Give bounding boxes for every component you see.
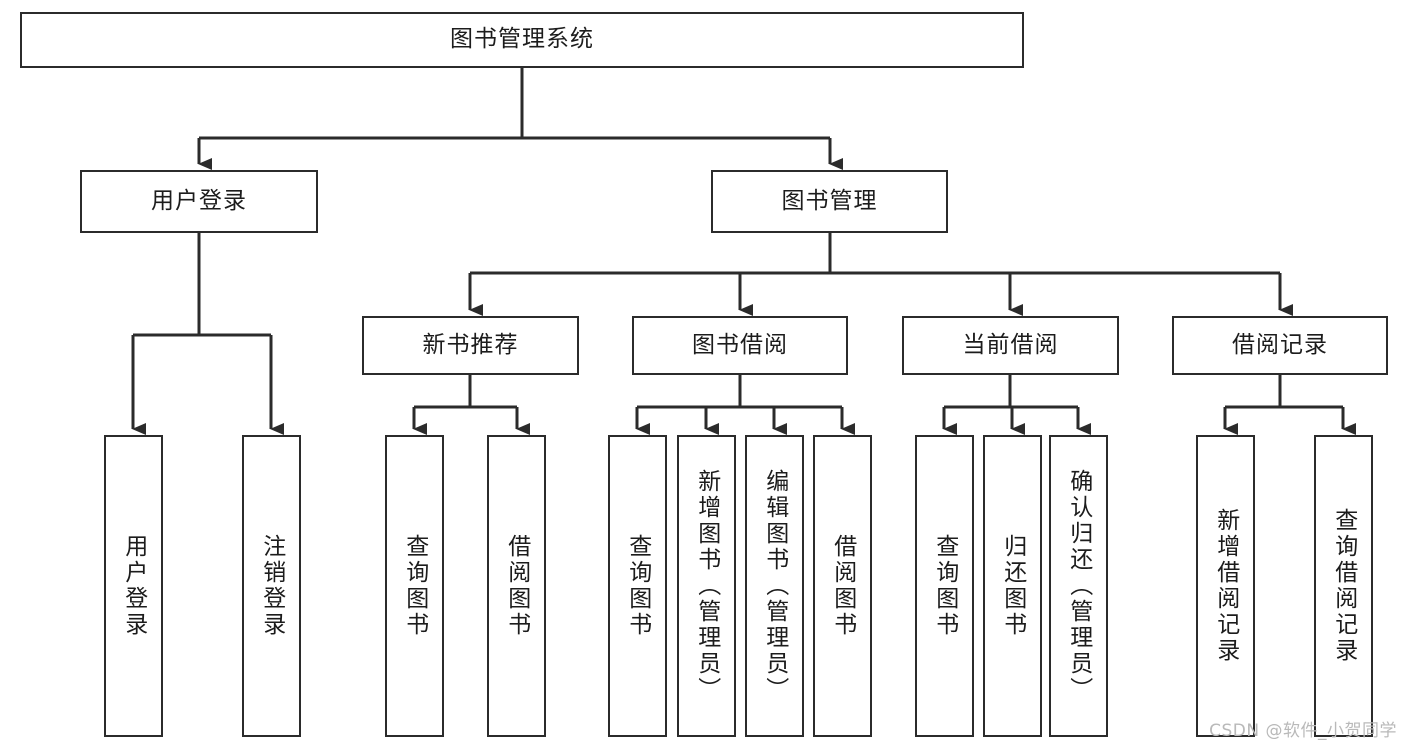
node-label: 借阅记录 [1232,331,1328,358]
node-label: 编辑图书（管理员） [761,469,788,703]
node-root-book-management-system: 图书管理系统 [20,12,1024,68]
node-label: 归还图书 [999,534,1026,638]
node-leaf-2: 注销登录 [242,435,301,737]
node-level3-3: 当前借阅 [902,316,1119,375]
node-label: 图书管理 [781,187,878,214]
node-leaf-10: 归还图书 [983,435,1042,737]
node-label: 查询借阅记录 [1330,508,1357,664]
node-label: 用户登录 [151,187,247,214]
node-label: 借阅图书 [503,534,530,638]
node-level3-4: 借阅记录 [1172,316,1388,375]
csdn-watermark: CSDN @软件_小贺同学 [1209,721,1397,741]
node-label: 查询图书 [931,534,958,638]
node-leaf-6: 新增图书（管理员） [677,435,736,737]
node-label: 确认归还（管理员） [1065,469,1092,703]
node-level3-2: 图书借阅 [632,316,848,375]
node-label: 图书借阅 [692,331,788,358]
node-label: 新增图书（管理员） [693,469,720,703]
node-leaf-7: 编辑图书（管理员） [745,435,804,737]
node-leaf-1: 用户登录 [104,435,163,737]
node-leaf-9: 查询图书 [915,435,974,737]
node-leaf-4: 借阅图书 [487,435,546,737]
node-leaf-3: 查询图书 [385,435,444,737]
node-label: 当前借阅 [962,331,1059,358]
node-leaf-8: 借阅图书 [813,435,872,737]
node-leaf-13: 查询借阅记录 [1314,435,1373,737]
node-level3-1: 新书推荐 [362,316,579,375]
node-label: 查询图书 [401,534,428,638]
node-level2-1: 用户登录 [80,170,318,233]
node-label: 新书推荐 [422,331,519,358]
node-leaf-11: 确认归还（管理员） [1049,435,1108,737]
node-level2-2: 图书管理 [711,170,948,233]
node-label: 注销登录 [258,534,285,638]
node-label: 新增借阅记录 [1212,508,1239,664]
node-leaf-12: 新增借阅记录 [1196,435,1255,737]
node-leaf-5: 查询图书 [608,435,667,737]
node-label: 借阅图书 [829,534,856,638]
node-label: 查询图书 [624,534,651,638]
node-label: 用户登录 [120,534,147,638]
node-label: 图书管理系统 [450,26,594,53]
